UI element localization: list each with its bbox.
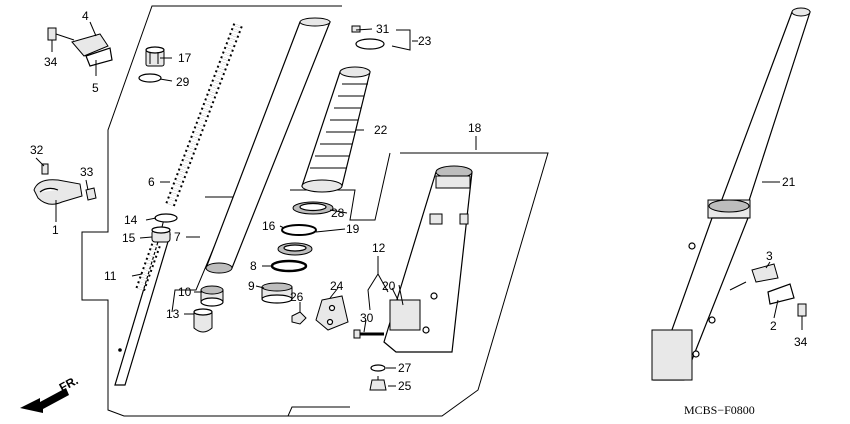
upper-bracket — [47, 27, 113, 67]
fork-cap-o-ring — [138, 73, 162, 83]
ref-label-7: 7 — [174, 230, 181, 244]
complete-fork-assembly — [651, 7, 811, 381]
sealing-washer — [370, 364, 386, 372]
ref-label-14: 14 — [124, 213, 138, 227]
ref-label-20: 20 — [382, 279, 396, 293]
ref-label-34-right: 34 — [794, 335, 808, 349]
ref-label-21: 21 — [782, 175, 796, 189]
ref-label-11: 11 — [104, 269, 117, 283]
fork-bolt-cap — [145, 46, 165, 67]
ref-label-31: 31 — [376, 22, 390, 36]
ref-label-6: 6 — [148, 175, 155, 189]
ref-label-13: 13 — [166, 307, 180, 321]
ref-label-8: 8 — [250, 259, 257, 273]
lower-leg-box-outline — [288, 152, 549, 417]
ref-label-15: 15 — [122, 231, 136, 245]
ref-label-32: 32 — [30, 143, 44, 157]
rod-collar — [151, 226, 171, 243]
front-direction-arrow — [20, 388, 69, 413]
boot-band — [351, 25, 385, 50]
slider-group-outline — [171, 196, 236, 313]
ref-label-28: 28 — [331, 206, 345, 220]
socket-bolt — [369, 376, 387, 391]
axle-holder-nut — [291, 311, 307, 325]
leader-lines — [35, 21, 803, 387]
ref-label-19: 19 — [346, 222, 360, 236]
fork-spring — [165, 23, 243, 207]
ref-label-5: 5 — [92, 81, 99, 95]
diagram-code: MCBS−F0800 — [684, 403, 755, 417]
ref-label-25: 25 — [398, 379, 412, 393]
brake-hose-clamp — [33, 163, 97, 205]
ref-label-30: 30 — [360, 311, 374, 325]
ref-label-22: 22 — [374, 123, 388, 137]
ref-label-29: 29 — [176, 75, 190, 89]
ref-label-23: 23 — [418, 34, 432, 48]
fork-boot — [301, 66, 371, 193]
fork-slider — [383, 165, 473, 353]
back-up-ring — [270, 259, 308, 273]
stopper-ring — [281, 224, 317, 236]
ref-label-12: 12 — [372, 241, 386, 255]
piston-ring — [154, 213, 178, 223]
ref-label-9: 9 — [248, 279, 255, 293]
axle-holder-stud — [353, 329, 384, 339]
ref-label-1: 1 — [52, 223, 59, 237]
axle-holder — [315, 295, 349, 331]
right-bracket — [729, 263, 807, 317]
ref-label-34-left: 34 — [44, 55, 58, 69]
oil-lock-piece — [193, 308, 213, 333]
ref-label-18: 18 — [468, 121, 482, 135]
ref-label-24: 24 — [330, 279, 344, 293]
ref-label-33: 33 — [80, 165, 94, 179]
ref-label-16: 16 — [262, 219, 276, 233]
guide-bushing — [200, 285, 224, 307]
ref-label-26: 26 — [290, 290, 304, 304]
ref-label-10: 10 — [178, 285, 192, 299]
fork-pipe — [205, 17, 331, 274]
ref-label-3: 3 — [766, 249, 773, 263]
ref-label-17: 17 — [178, 51, 192, 65]
ref-label-2: 2 — [770, 319, 777, 333]
slider-bushing — [261, 282, 293, 304]
ref-label-4: 4 — [82, 9, 89, 23]
ref-label-27: 27 — [398, 361, 412, 375]
exploded-view-outline-left — [81, 5, 350, 417]
